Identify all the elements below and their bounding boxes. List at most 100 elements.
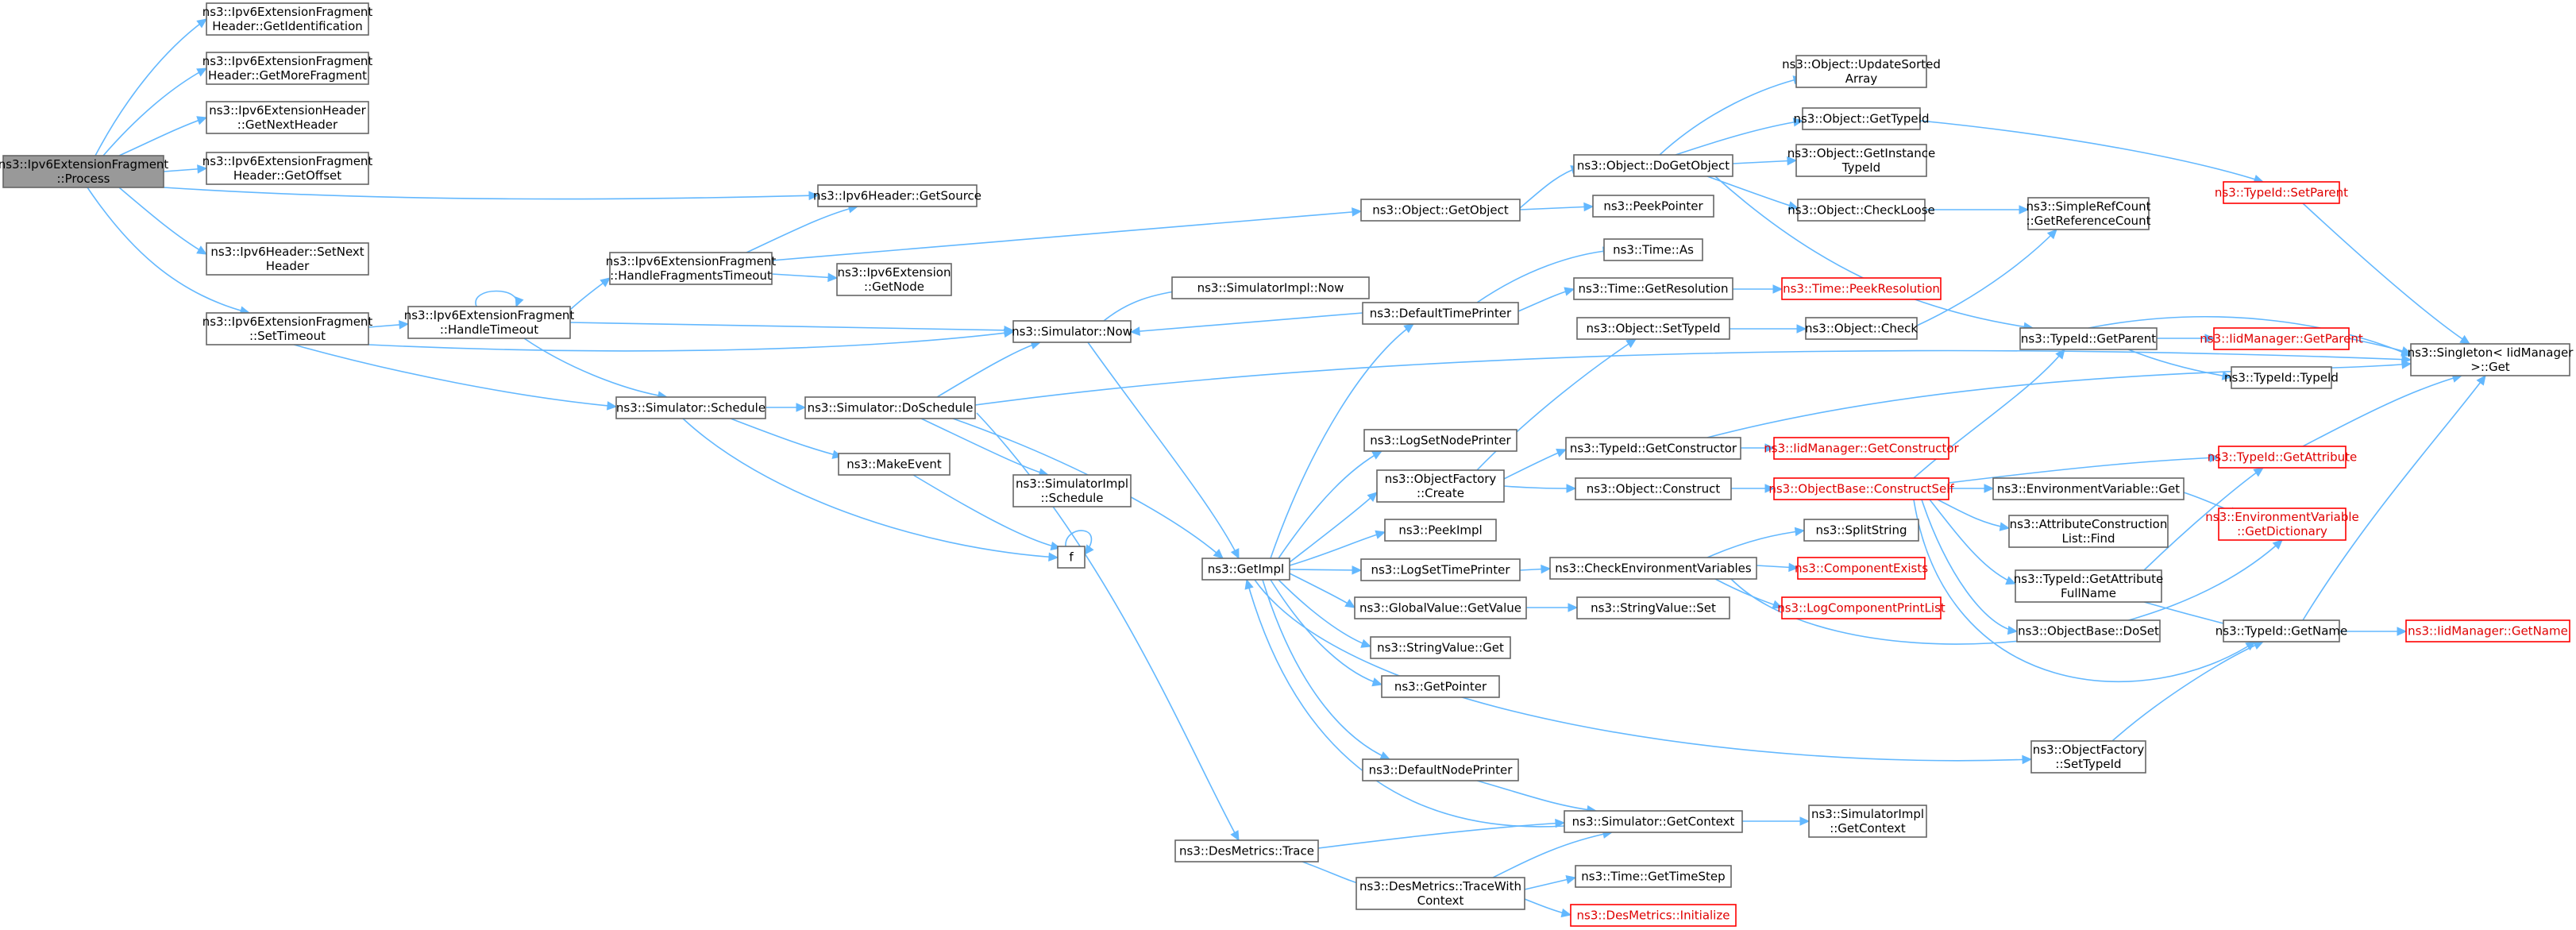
node-getConstructor[interactable]: ns3::TypeId::GetConstructor — [1565, 437, 1741, 460]
node-stringValueSet[interactable]: ns3::StringValue::Set — [1576, 596, 1730, 619]
node-box — [1802, 107, 1921, 130]
edge-constructSelf-to-typeIdGetName-arrowhead — [2245, 641, 2257, 651]
node-label-line: FullName — [2061, 586, 2116, 600]
node-splitString[interactable]: ns3::SplitString — [1803, 519, 1919, 542]
node-label-line: ns3::ComponentExists — [1795, 561, 1928, 576]
node-getPointer[interactable]: ns3::GetPointer — [1381, 675, 1500, 698]
edge-objectCheck-to-getReferenceCount-arrowhead — [2046, 229, 2057, 240]
node-peekResolution[interactable]: ns3::Time::PeekResolution — [1781, 277, 1942, 300]
edge-getImpl-to-stringValueGet-arrowhead — [1360, 639, 1372, 648]
node-label-line: ns3::SimulatorImpl — [1016, 477, 1128, 491]
node-checkEnv[interactable]: ns3::CheckEnvironmentVariables — [1549, 557, 1757, 580]
node-logSetNodePrinter[interactable]: ns3::LogSetNodePrinter — [1363, 429, 1517, 452]
node-box — [1797, 199, 1926, 222]
node-setTypeId[interactable]: ns3::Object::SetTypeId — [1576, 317, 1730, 340]
node-iidGetParent[interactable]: ns3::IidManager::GetParent — [2200, 327, 2363, 350]
node-f[interactable]: f — [1057, 546, 1086, 569]
node-iidGetName[interactable]: ns3::IidManager::GetName — [2405, 619, 2570, 643]
node-schedule[interactable]: ns3::Simulator::Schedule — [615, 396, 766, 419]
node-peekImpl[interactable]: ns3::PeekImpl — [1384, 519, 1497, 542]
node-objectCheck[interactable]: ns3::Object::Check — [1805, 317, 1918, 340]
node-box — [838, 453, 951, 476]
node-doSchedule[interactable]: ns3::Simulator::DoSchedule — [804, 396, 976, 419]
node-now[interactable]: ns3::Simulator::Now — [1012, 320, 1132, 343]
edge-handleFragmentsTimeout-to-getNode — [771, 273, 838, 279]
node-box — [1174, 839, 1319, 862]
node-label-line: ns3::ObjectFactory — [1385, 472, 1497, 486]
node-box — [1370, 636, 1511, 659]
node-label-line: ns3::IidManager::GetParent — [2200, 332, 2363, 346]
node-typeIdSetParent[interactable]: ns3::TypeId::SetParent — [2215, 181, 2348, 204]
node-label-line: List::Find — [2061, 531, 2115, 546]
node-defaultTimePrinter[interactable]: ns3::DefaultTimePrinter — [1362, 302, 1519, 325]
edge-constructSelf-to-typeIdGetAttribute-arrowhead — [2209, 453, 2220, 463]
edge-getImpl-to-globalGetValue — [1289, 573, 1355, 608]
node-label-line: >::Get — [2470, 360, 2510, 374]
node-getImpl[interactable]: ns3::GetImpl — [1201, 558, 1290, 581]
node-getOffset[interactable]: ns3::Ipv6ExtensionFragmentHeader::GetOff… — [202, 152, 373, 185]
node-stringValueGet[interactable]: ns3::StringValue::Get — [1370, 636, 1511, 659]
node-handleFragmentsTimeout[interactable]: ns3::Ipv6ExtensionFragment::HandleFragme… — [606, 252, 777, 285]
node-simImplGetContext[interactable]: ns3::SimulatorImpl::GetContext — [1808, 805, 1927, 838]
node-constructSelf[interactable]: ns3::ObjectBase::ConstructSelf — [1768, 477, 1954, 500]
node-defaultNodePrinter[interactable]: ns3::DefaultNodePrinter — [1362, 758, 1519, 781]
node-getObject[interactable]: ns3::Object::GetObject — [1360, 199, 1521, 222]
node-label-line: ns3::EnvironmentVariable — [2205, 510, 2358, 524]
node-envVarGet[interactable]: ns3::EnvironmentVariable::Get — [1992, 477, 2185, 500]
node-typeIdGetAttribute[interactable]: ns3::TypeId::GetAttribute — [2208, 446, 2357, 469]
node-componentExists[interactable]: ns3::ComponentExists — [1795, 557, 1928, 580]
node-objectFactoryCreate[interactable]: ns3::ObjectFactory::Create — [1376, 469, 1505, 503]
node-simImplSchedule[interactable]: ns3::SimulatorImpl::Schedule — [1012, 474, 1132, 507]
node-peekPointer[interactable]: ns3::PeekPointer — [1592, 195, 1714, 218]
node-label-line: ::Schedule — [1040, 491, 1103, 505]
node-makeEvent[interactable]: ns3::MakeEvent — [838, 453, 951, 476]
node-box — [2008, 515, 2169, 548]
node-simImplNow[interactable]: ns3::SimulatorImpl::Now — [1171, 276, 1370, 299]
node-objectGetTypeId[interactable]: ns3::Object::GetTypeId — [1793, 107, 1930, 130]
node-box — [2218, 507, 2347, 541]
node-typeIdGetName[interactable]: ns3::TypeId::GetName — [2215, 619, 2347, 643]
node-objFactorySetTypeId[interactable]: ns3::ObjectFactory::SetTypeId — [2030, 740, 2146, 774]
node-process[interactable]: ns3::Ipv6ExtensionFragment::Process — [0, 155, 168, 188]
node-iidGetConstructor[interactable]: ns3::IidManager::GetConstructor — [1764, 437, 1960, 460]
node-globalGetValue[interactable]: ns3::GlobalValue::GetValue — [1354, 596, 1527, 619]
node-envGetDictionary[interactable]: ns3::EnvironmentVariable::GetDictionary — [2205, 507, 2359, 541]
node-label-line: ns3::Ipv6ExtensionFragment — [202, 154, 373, 168]
node-getMoreFragment[interactable]: ns3::Ipv6ExtensionFragmentHeader::GetMor… — [202, 52, 373, 85]
node-checkLoose[interactable]: ns3::Object::CheckLoose — [1787, 199, 1935, 222]
node-desTrace[interactable]: ns3::DesMetrics::Trace — [1174, 839, 1319, 862]
node-singletonGet[interactable]: ns3::Singleton< IidManager>::Get — [2408, 343, 2574, 376]
node-objectBaseDoSet[interactable]: ns3::ObjectBase::DoSet — [2016, 619, 2161, 643]
node-logComponentPrintList[interactable]: ns3::LogComponentPrintList — [1777, 596, 1945, 619]
node-handleTimeout[interactable]: ns3::Ipv6ExtensionFragment::HandleTimeou… — [404, 306, 575, 339]
node-getSource[interactable]: ns3::Ipv6Header::GetSource — [813, 184, 981, 207]
node-getNextHeader[interactable]: ns3::Ipv6ExtensionHeader::GetNextHeader — [206, 101, 369, 134]
node-setTimeout[interactable]: ns3::Ipv6ExtensionFragment::SetTimeout — [202, 312, 373, 345]
node-getResolution[interactable]: ns3::Time::GetResolution — [1573, 277, 1733, 300]
node-getNode[interactable]: ns3::Ipv6Extension::GetNode — [836, 263, 952, 296]
node-label-line: ns3::IidManager::GetConstructor — [1764, 442, 1959, 456]
node-doGetObject[interactable]: ns3::Object::DoGetObject — [1573, 154, 1733, 177]
node-desInitialize[interactable]: ns3::DesMetrics::Initialize — [1570, 904, 1737, 927]
node-getIdentification[interactable]: ns3::Ipv6ExtensionFragmentHeader::GetIde… — [202, 2, 373, 36]
node-label-line: ns3::Ipv6Header::SetNext — [210, 245, 364, 259]
node-objectConstruct[interactable]: ns3::Object::Construct — [1575, 477, 1732, 500]
node-label-line: ns3::GetImpl — [1208, 562, 1284, 577]
node-typeIdGetParent[interactable]: ns3::TypeId::GetParent — [2019, 327, 2158, 350]
node-box — [1171, 276, 1370, 299]
node-box — [2410, 343, 2570, 376]
edge-setTimeout-to-schedule-arrowhead — [607, 401, 618, 411]
node-logSetTimePrinter[interactable]: ns3::LogSetTimePrinter — [1360, 558, 1521, 581]
node-timeAs[interactable]: ns3::Time::As — [1603, 238, 1703, 261]
node-typeIdTypeId[interactable]: ns3::TypeId::TypeId — [2224, 366, 2339, 389]
node-getContext[interactable]: ns3::Simulator::GetContext — [1564, 810, 1743, 833]
node-box — [206, 2, 369, 36]
node-getReferenceCount[interactable]: ns3::SimpleRefCount::GetReferenceCount — [2026, 197, 2151, 230]
node-getTimeStep[interactable]: ns3::Time::GetTimeStep — [1575, 865, 1732, 888]
